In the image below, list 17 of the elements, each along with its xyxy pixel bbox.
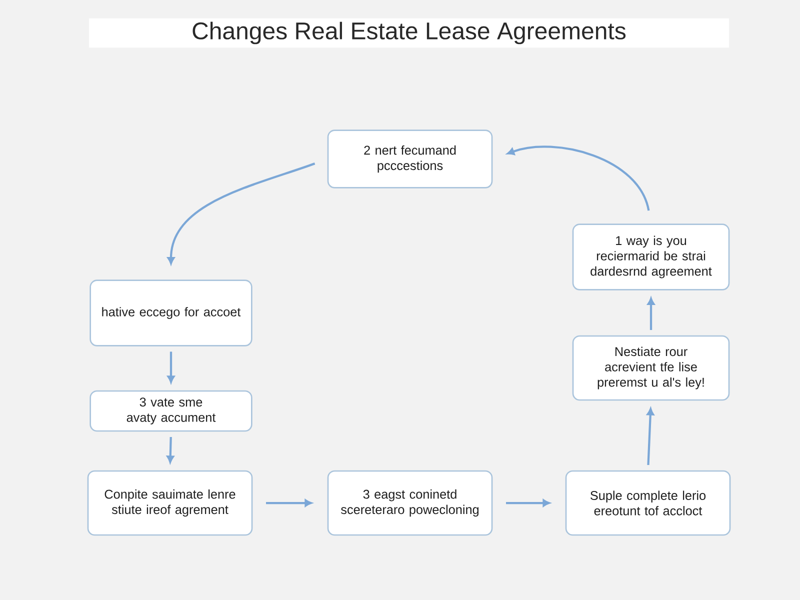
process-box: 2 nert fecumand pcccestions: [327, 130, 493, 188]
arrow: [166, 436, 174, 463]
process-box: Conpite sauimate lenre stiute ireof agrement: [87, 470, 253, 536]
arrow: [647, 298, 655, 330]
arrow: [646, 408, 654, 466]
process-box: 3 eagst coninetd scereteraro powecloning: [327, 470, 493, 536]
arrow: [507, 146, 650, 211]
process-box: Nestiate rour acrevient tfe lise preremst u al's ley!: [572, 335, 730, 401]
process-box: 1 way is you reciermarid be strai dardesrnd agreement: [572, 224, 730, 290]
process-box: 3 vate sme avaty accument: [90, 390, 252, 432]
title: Changes Real Estate Lease Agreements: [89, 18, 729, 48]
process-box: hative eccego for accoet: [90, 280, 252, 346]
arrow: [167, 352, 175, 383]
process-box: Suple complete lerio ereotunt tof accloct: [565, 470, 731, 536]
arrow: [506, 499, 550, 507]
arrow: [167, 162, 316, 264]
arrow: [266, 499, 312, 507]
